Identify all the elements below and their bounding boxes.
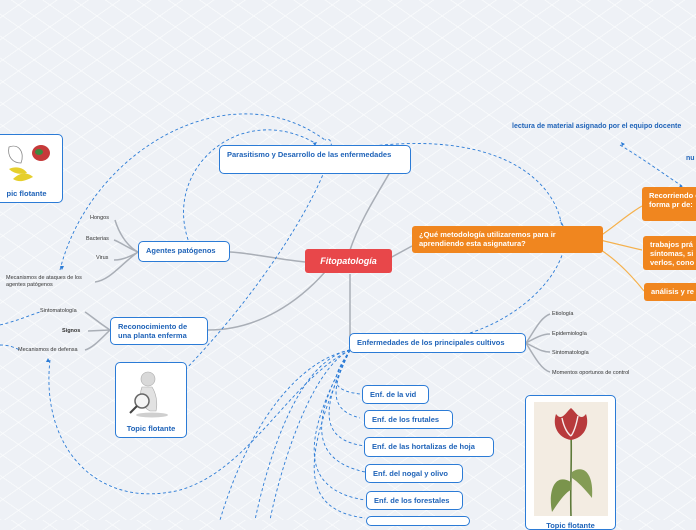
topic-metodologia[interactable]: ¿Qué metodología utilizaremos para ir ap… bbox=[412, 226, 603, 253]
topic-enfermedades[interactable]: Enfermedades de los principales cultivos bbox=[349, 333, 526, 353]
topic-reconocimiento-label: Reconocimiento de una planta enferma bbox=[118, 322, 188, 340]
item-enf-vid-label: Enf. de la vid bbox=[370, 390, 417, 399]
item-enf-hortalizas[interactable]: Enf. de las hortalizas de hoja bbox=[364, 437, 494, 457]
item-enf-hortalizas-label: Enf. de las hortalizas de hoja bbox=[372, 442, 475, 451]
topic-parasitismo-label: Parasitismo y Desarrollo de las enfermed… bbox=[227, 150, 392, 159]
subtopic-virus[interactable]: Virus bbox=[96, 255, 108, 261]
subtopic-epidemiologia-label: Epidemiología bbox=[552, 331, 587, 337]
topic-trabajos[interactable]: trabajos prá síntomas, si verlos, cono bbox=[643, 236, 696, 270]
subtopic-etiologia[interactable]: Etiología bbox=[552, 311, 573, 317]
topic-lectura[interactable]: lectura de material asignado por el equi… bbox=[512, 122, 692, 131]
item-enf-partial[interactable] bbox=[366, 516, 470, 526]
subtopic-hongos-label: Hongos bbox=[90, 215, 109, 221]
subtopic-bacterias-label: Bacterias bbox=[86, 236, 109, 242]
tulip-illustration bbox=[534, 402, 608, 516]
plant-leaf-illustration bbox=[8, 145, 50, 182]
topic-analisis-label: análisis y re bbox=[651, 287, 694, 296]
subtopic-virus-label: Virus bbox=[96, 255, 109, 261]
subtopic-signos-label: Signos bbox=[62, 328, 81, 334]
topic-enfermedades-label: Enfermedades de los principales cultivos bbox=[357, 338, 505, 347]
root-topic-label: Fitopatología bbox=[320, 256, 377, 266]
floating-topic-left-label: pic flotante bbox=[6, 189, 47, 198]
subtopic-etiologia-label: Etiología bbox=[552, 311, 574, 317]
floating-topic-middle[interactable]: Topic flotante bbox=[115, 362, 187, 438]
topic-reconocimiento[interactable]: Reconocimiento de una planta enferma bbox=[110, 317, 208, 345]
item-enf-frutales[interactable]: Enf. de los frutales bbox=[364, 410, 453, 429]
item-enf-forestales[interactable]: Enf. de los forestales bbox=[366, 491, 463, 510]
topic-nu-label: nu bbox=[686, 155, 695, 162]
subtopic-hongos[interactable]: Hongos bbox=[90, 215, 109, 221]
floating-topic-left[interactable]: pic flotante bbox=[0, 134, 63, 203]
subtopic-mecanismos-defensa[interactable]: Mecanismos de defensa bbox=[18, 347, 78, 353]
topic-lectura-label: lectura de material asignado por el equi… bbox=[512, 123, 682, 130]
subtopic-mecanismos-defensa-label: Mecanismos de defensa bbox=[18, 347, 78, 353]
subtopic-signos[interactable]: Signos bbox=[62, 328, 80, 334]
subtopic-sintomatologia-label: Sintomatología bbox=[40, 308, 77, 314]
topic-metodologia-label: ¿Qué metodología utilizaremos para ir ap… bbox=[419, 230, 556, 248]
item-enf-nogal-label: Enf. del nogal y olivo bbox=[373, 469, 449, 478]
subtopic-bacterias[interactable]: Bacterias bbox=[86, 236, 109, 242]
item-enf-frutales-label: Enf. de los frutales bbox=[372, 415, 440, 424]
root-topic[interactable]: Fitopatología bbox=[305, 249, 392, 273]
floating-topic-right[interactable]: Topic flotante bbox=[525, 395, 616, 530]
floating-topic-right-label: Topic flotante bbox=[546, 521, 595, 530]
subtopic-sintomatologia-enf-label: Sintomatología bbox=[552, 350, 589, 356]
subtopic-mecanismos-ataque[interactable]: Mecanismos de ataques de los agentes pat… bbox=[6, 275, 101, 289]
subtopic-sintomatologia-enf[interactable]: Sintomatología bbox=[552, 350, 589, 356]
topic-recorriendo-label: Recorriendo en forma pr de: bbox=[649, 191, 696, 209]
topic-recorriendo[interactable]: Recorriendo en forma pr de: bbox=[642, 187, 696, 221]
subtopic-sintomatologia[interactable]: Sintomatología bbox=[40, 308, 77, 314]
topic-trabajos-label: trabajos prá síntomas, si verlos, cono bbox=[650, 240, 695, 267]
item-enf-vid[interactable]: Enf. de la vid bbox=[362, 385, 429, 404]
floating-topic-middle-label: Topic flotante bbox=[126, 424, 176, 433]
topic-parasitismo[interactable]: Parasitismo y Desarrollo de las enfermed… bbox=[219, 145, 411, 174]
topic-analisis[interactable]: análisis y re bbox=[644, 283, 696, 301]
topic-agentes-label: Agentes patógenos bbox=[146, 246, 216, 255]
subtopic-mecanismos-ataque-label: Mecanismos de ataques de los agentes pat… bbox=[6, 275, 82, 288]
subtopic-momentos[interactable]: Momentos oportunos de control bbox=[552, 370, 629, 376]
subtopic-momentos-label: Momentos oportunos de control bbox=[552, 370, 630, 376]
item-enf-forestales-label: Enf. de los forestales bbox=[374, 496, 450, 505]
magnifier-figure-illustration bbox=[129, 371, 168, 418]
item-enf-nogal[interactable]: Enf. del nogal y olivo bbox=[365, 464, 463, 483]
subtopic-epidemiologia[interactable]: Epidemiología bbox=[552, 331, 587, 337]
topic-nu[interactable]: nu bbox=[686, 154, 695, 163]
topic-agentes[interactable]: Agentes patógenos bbox=[138, 241, 230, 262]
